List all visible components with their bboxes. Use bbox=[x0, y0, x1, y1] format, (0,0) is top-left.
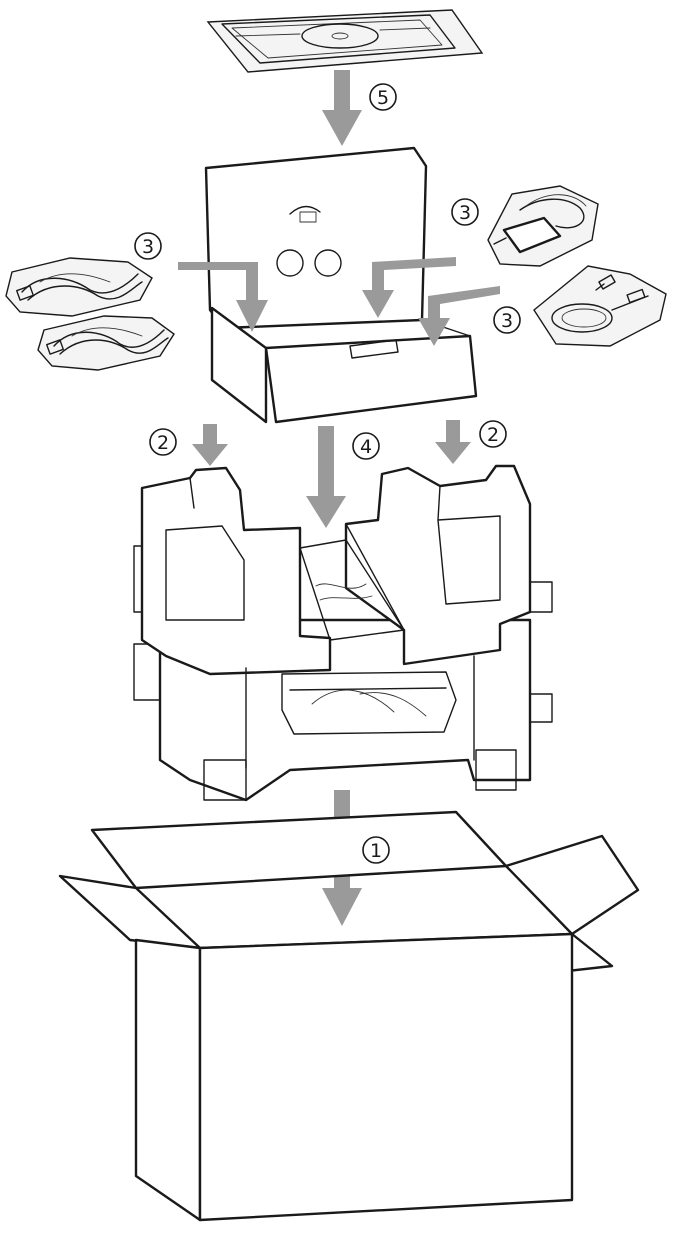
step-badge-4: 4 bbox=[353, 433, 379, 459]
documents-cd-package-icon bbox=[208, 10, 482, 72]
step-label-3-upper-right: 3 bbox=[459, 202, 471, 224]
step-label-3-left: 3 bbox=[142, 236, 154, 258]
step-badge-3-lower-right: 3 bbox=[494, 307, 520, 333]
arrow-step-2-right bbox=[435, 420, 471, 464]
step-label-1: 1 bbox=[370, 840, 382, 862]
power-cord-lower-icon bbox=[38, 316, 174, 370]
power-cord-upper-icon bbox=[6, 258, 152, 316]
shipping-box-icon bbox=[60, 812, 638, 1220]
step-badge-3-left: 3 bbox=[135, 233, 161, 259]
step-label-5: 5 bbox=[377, 87, 389, 109]
arrow-step-2-left bbox=[192, 424, 228, 466]
step-badge-3-upper-right: 3 bbox=[452, 199, 478, 225]
step-label-2-left: 2 bbox=[157, 432, 169, 454]
arrow-step-4 bbox=[306, 426, 346, 528]
step-label-4: 4 bbox=[360, 436, 372, 458]
step-badge-5: 5 bbox=[370, 84, 396, 110]
ac-adapter-icon bbox=[488, 186, 598, 266]
arrow-step-5 bbox=[322, 70, 362, 146]
step-badge-2-left: 2 bbox=[150, 429, 176, 455]
step-label-3-lower-right: 3 bbox=[501, 310, 513, 332]
foam-packing-icon bbox=[134, 466, 552, 800]
step-label-2-right: 2 bbox=[487, 424, 499, 446]
step-badge-1: 1 bbox=[363, 837, 389, 863]
step-badge-2-right: 2 bbox=[480, 421, 506, 447]
usb-cable-icon bbox=[534, 266, 666, 346]
